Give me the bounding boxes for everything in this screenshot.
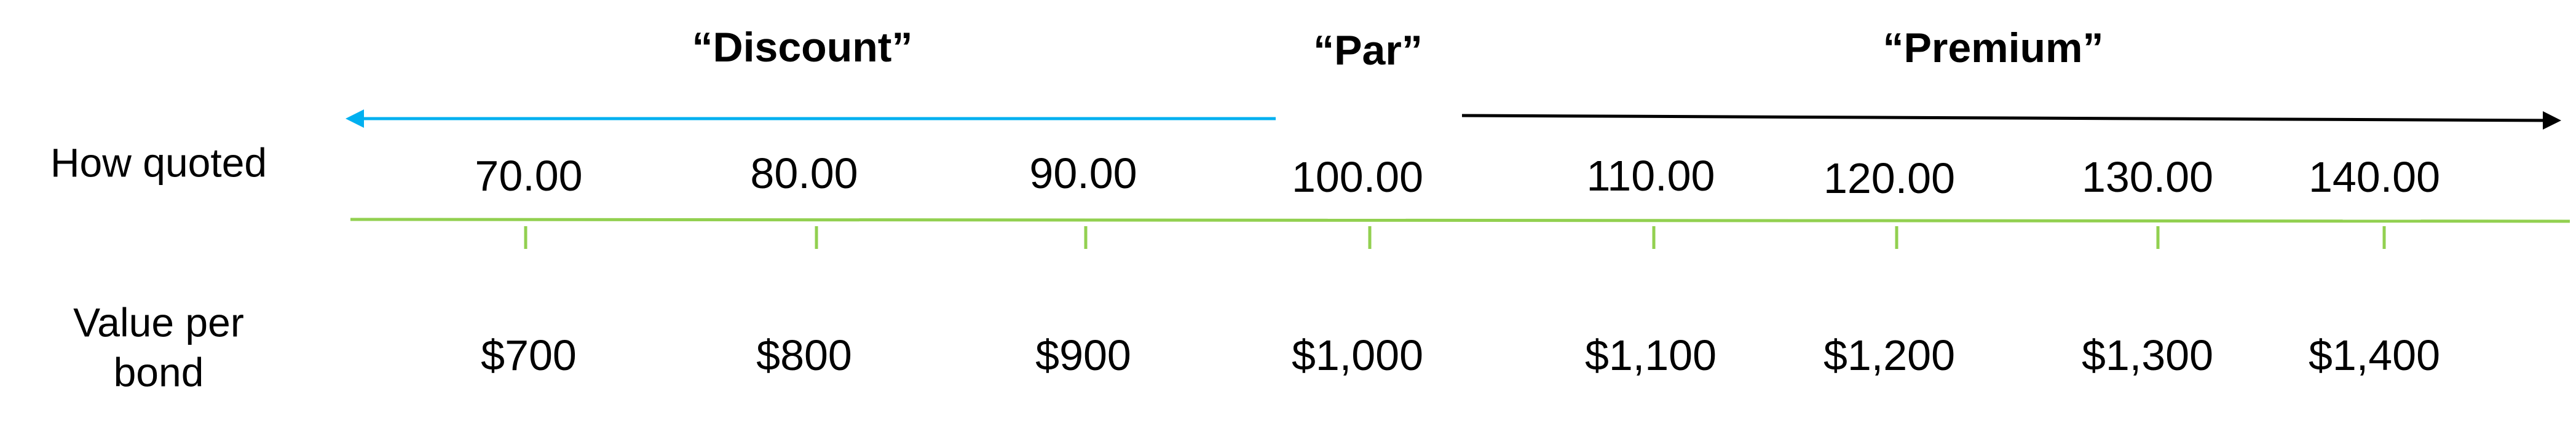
value-label: $700 [481, 331, 577, 379]
quote-label: 80.00 [750, 149, 858, 197]
quote-label: 100.00 [1291, 153, 1424, 201]
value-label: $1,300 [2081, 331, 2214, 379]
price-axis [350, 218, 2570, 223]
quote-label: 70.00 [475, 152, 583, 200]
quote-label: 120.00 [1823, 154, 1956, 202]
quote-label: 110.00 [1586, 152, 1715, 200]
par-header: “Par” [1313, 27, 1423, 74]
value-label: $900 [1035, 331, 1131, 379]
quote-label: 140.00 [2308, 153, 2441, 201]
quote-label: 130.00 [2081, 153, 2214, 201]
value-label: $1,200 [1823, 331, 1956, 379]
value-label: $1,400 [2308, 331, 2441, 379]
discount-header: “Discount” [692, 24, 913, 71]
value-label: $1,000 [1291, 331, 1424, 379]
premium-arrow [1461, 111, 2561, 130]
value-per-bond-label: Value per bond [73, 297, 244, 396]
value-label: $800 [756, 331, 852, 379]
value-label: $1,100 [1584, 331, 1717, 379]
premium-header: “Premium” [1883, 25, 2104, 71]
quote-label: 90.00 [1029, 149, 1137, 197]
axis-ticks [524, 226, 2386, 249]
value-per-bond-label-line1: Value per [73, 299, 244, 345]
value-per-bond-label-line2: bond [113, 349, 204, 395]
how-quoted-label: How quoted [50, 140, 267, 186]
